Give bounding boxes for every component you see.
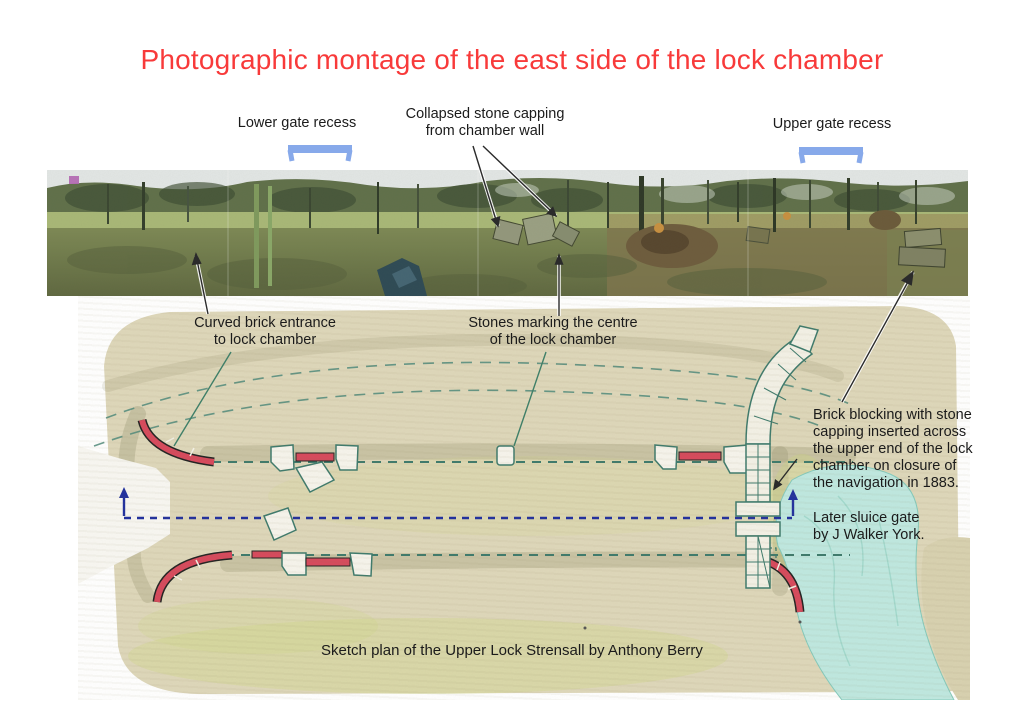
label-lower-gate-recess: Lower gate recess bbox=[237, 115, 357, 131]
label-upper-gate-recess: Upper gate recess bbox=[772, 116, 892, 132]
sketch-plan-art bbox=[78, 296, 970, 700]
plan-caption: Sketch plan of the Upper Lock Strensall … bbox=[321, 642, 703, 659]
photo-panorama-art bbox=[47, 170, 968, 296]
sketch-plan bbox=[78, 296, 970, 700]
label-stones-centre: Stones marking the centre of the lock ch… bbox=[468, 315, 638, 349]
label-collapsed-stone-capping: Collapsed stone capping from chamber wal… bbox=[405, 106, 565, 140]
photo-panorama bbox=[47, 170, 968, 296]
label-later-sluice-gate: Later sluice gate by J Walker York. bbox=[813, 510, 925, 544]
lower-gate-bracket bbox=[287, 145, 353, 162]
label-brick-blocking: Brick blocking with stone capping insert… bbox=[813, 407, 973, 492]
page-title: Photographic montage of the east side of… bbox=[140, 44, 884, 75]
upper-gate-bracket bbox=[798, 147, 864, 164]
label-curved-brick-entrance: Curved brick entrance to lock chamber bbox=[194, 315, 336, 349]
